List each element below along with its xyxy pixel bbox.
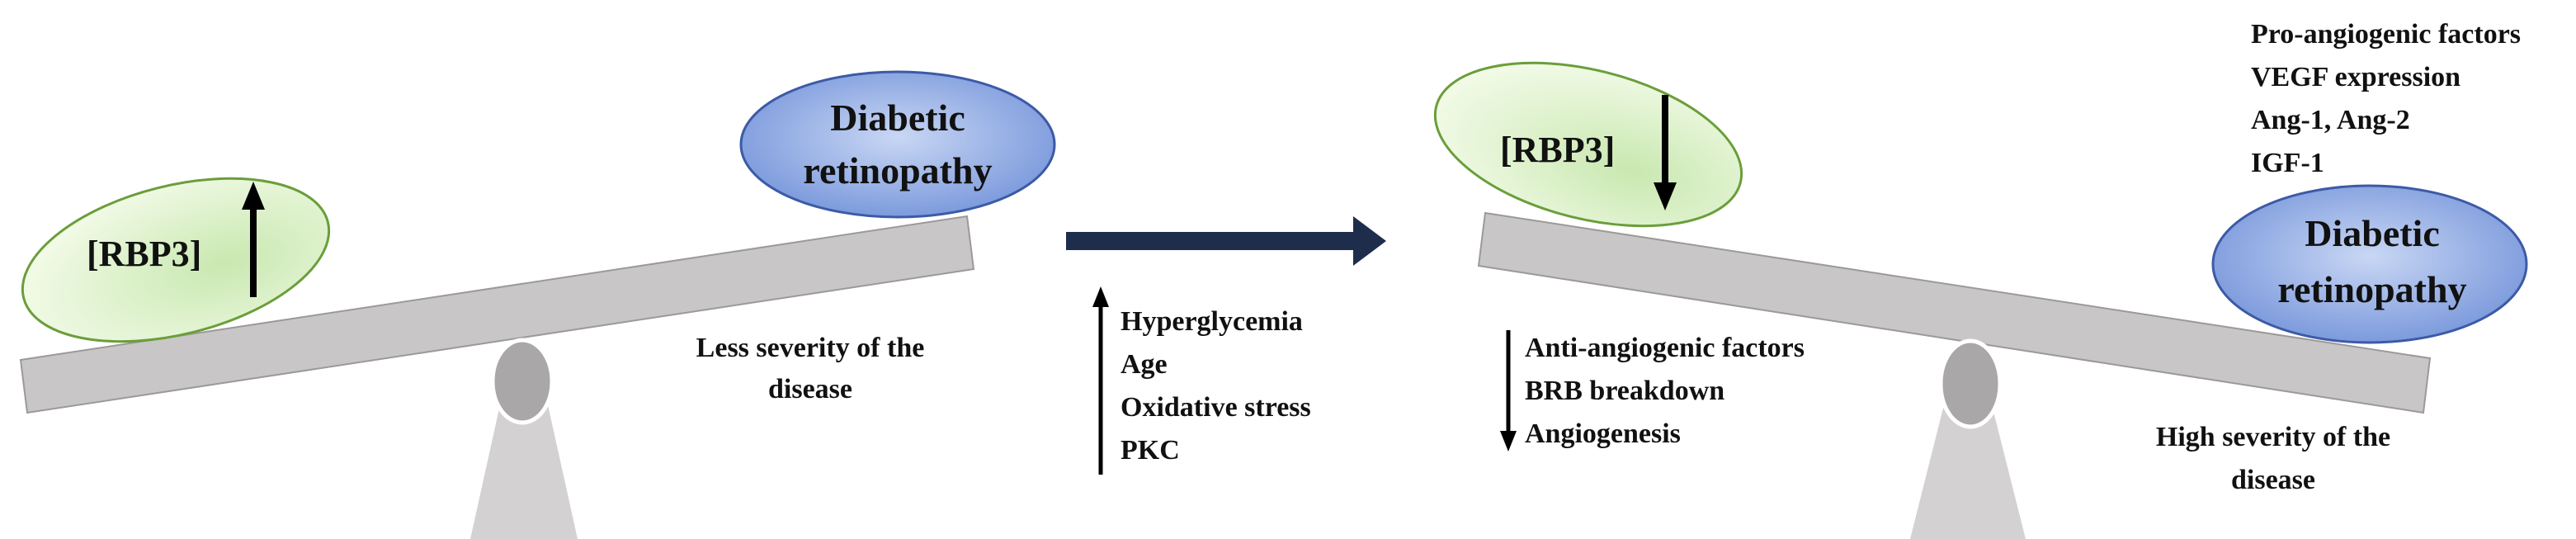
right-severity-line2: disease bbox=[2231, 465, 2315, 495]
right-fulcrum-stand bbox=[1910, 376, 2026, 539]
right-rbp3-label: [RBP3] bbox=[1500, 130, 1615, 170]
right-fulcrum-pivot bbox=[1938, 338, 2003, 429]
right-top-factor-1: Pro-angiogenic factors bbox=[2251, 19, 2521, 50]
right-top-factor-2: VEGF expression bbox=[2251, 62, 2460, 92]
right-down-factor-1: Anti-angiogenic factors bbox=[1525, 333, 1805, 363]
left-dr-label-line1: Diabetic bbox=[830, 97, 965, 139]
right-severity-line1: High severity of the bbox=[2156, 422, 2390, 452]
middle-factors: Hyperglycemia Age Oxidative stress PKC bbox=[1092, 286, 1311, 475]
left-seesaw-beam bbox=[19, 215, 975, 414]
middle-factor-3: Oxidative stress bbox=[1121, 392, 1311, 423]
left-rbp3-label: [RBP3] bbox=[87, 234, 201, 274]
right-seesaw: [RBP3] Pro-angiogenic factors VEGF expre… bbox=[1433, 19, 2528, 539]
middle-factor-2: Age bbox=[1121, 349, 1168, 380]
right-dr-label-line2: retinopathy bbox=[2277, 268, 2466, 310]
right-down-factor-2: BRB breakdown bbox=[1525, 376, 1724, 406]
left-severity-line2: disease bbox=[768, 374, 852, 404]
left-seesaw: [RBP3] Diabetic retinopathy Less severit… bbox=[19, 70, 1056, 539]
left-fulcrum-pivot bbox=[490, 338, 554, 425]
left-dr-label-line2: retinopathy bbox=[803, 149, 992, 191]
left-severity-line1: Less severity of the bbox=[696, 333, 925, 363]
left-dr-ellipse bbox=[739, 70, 1056, 219]
right-down-factors-arrow-icon bbox=[1500, 330, 1517, 452]
right-top-factor-3: Ang-1, Ang-2 bbox=[2251, 105, 2410, 135]
right-dr-ellipse bbox=[2211, 184, 2528, 344]
left-fulcrum-stand bbox=[470, 371, 578, 539]
right-dr-label-line1: Diabetic bbox=[2305, 212, 2440, 254]
right-rbp3-down-arrow-icon bbox=[1654, 95, 1677, 210]
right-top-factor-4: IGF-1 bbox=[2251, 148, 2324, 178]
middle-factor-4: PKC bbox=[1121, 435, 1180, 466]
transition-arrow bbox=[1066, 216, 1386, 266]
middle-factors-up-arrow-icon bbox=[1092, 286, 1109, 475]
right-down-factor-3: Angiogenesis bbox=[1525, 418, 1681, 449]
left-rbp3-up-arrow-icon bbox=[242, 182, 265, 297]
right-seesaw-beam bbox=[1477, 211, 2432, 414]
middle-factor-1: Hyperglycemia bbox=[1121, 306, 1303, 337]
